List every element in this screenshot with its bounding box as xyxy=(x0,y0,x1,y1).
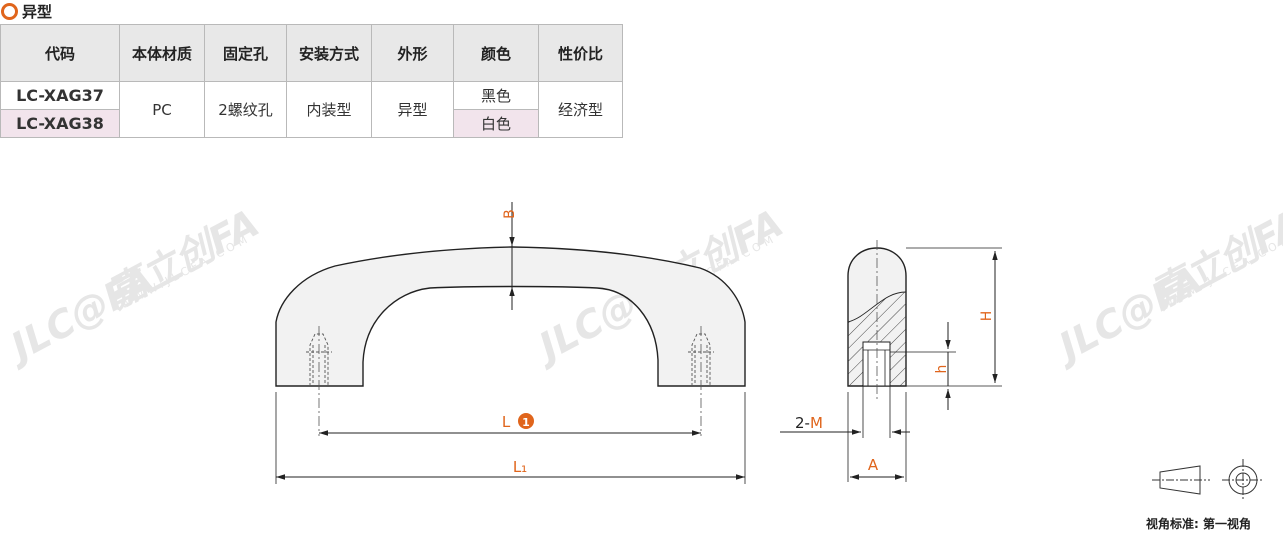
side-view-thread xyxy=(862,341,891,387)
note-1-icon xyxy=(518,413,534,429)
header-value: 性价比 xyxy=(538,24,623,82)
first-angle-projection-icon xyxy=(1152,459,1264,501)
dim-label-L1: L₁ xyxy=(513,458,527,476)
color-cell: 黑色 xyxy=(453,81,539,110)
projection-standard-label: 视角标准: 第一视角 xyxy=(1146,517,1251,531)
header-code: 代码 xyxy=(0,24,120,82)
dim-label-A: A xyxy=(868,456,879,474)
dim-label-H: H xyxy=(979,311,995,322)
header-material: 本体材质 xyxy=(119,24,205,82)
table-row: LC-XAG37 PC 2螺纹孔 内装型 异型 黑色 经济型 xyxy=(0,81,623,138)
hole-cell: 2螺纹孔 xyxy=(204,81,287,138)
table-row: LC-XAG38 白色 xyxy=(0,109,623,138)
header-color: 颜色 xyxy=(453,24,539,82)
note-1-number: 1 xyxy=(522,416,530,429)
header-mount: 安装方式 xyxy=(286,24,372,82)
color-cell: 白色 xyxy=(453,109,539,138)
shape-cell: 异型 xyxy=(371,81,454,138)
dim-label-B: B xyxy=(502,209,518,219)
header-shape: 外形 xyxy=(371,24,454,82)
spec-table: 代码 本体材质 固定孔 安装方式 外形 颜色 性价比 LC-XAG37 PC 2… xyxy=(0,24,623,138)
dim-label-h: h xyxy=(934,365,950,374)
dim-label-2M: 2-M xyxy=(795,414,823,432)
mount-cell: 内装型 xyxy=(286,81,372,138)
value-cell: 经济型 xyxy=(538,81,623,138)
code-cell[interactable]: LC-XAG37 xyxy=(0,81,120,110)
code-cell[interactable]: LC-XAG38 xyxy=(0,109,120,138)
table-header-row: 代码 本体材质 固定孔 安装方式 外形 颜色 性价比 xyxy=(0,24,623,82)
handle-front-view xyxy=(275,246,746,387)
dim-label-L: L xyxy=(502,413,511,431)
section-title: 异型 xyxy=(0,0,52,22)
section-title-text: 异型 xyxy=(22,2,53,21)
circle-bullet-icon xyxy=(1,2,18,20)
